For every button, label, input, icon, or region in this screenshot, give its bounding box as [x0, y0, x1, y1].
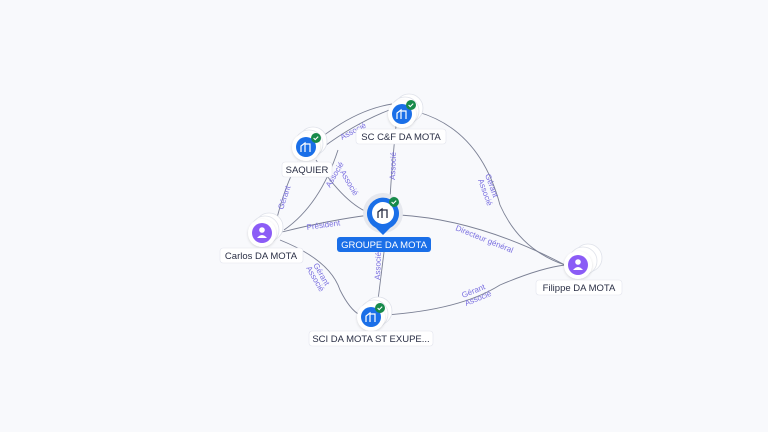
verified-check-icon [389, 197, 399, 207]
edge-label: Gérant [276, 184, 292, 211]
verified-check-icon [375, 303, 385, 313]
person-icon [568, 255, 588, 275]
edge-label: Président [306, 218, 341, 232]
node-label: SCI DA MOTA ST EXUPE... [312, 334, 429, 345]
node-label: Carlos DA MOTA [225, 251, 298, 262]
edge-carlos-saquier-2[interactable] [283, 149, 339, 231]
building-icon [377, 207, 388, 218]
node-sci-da-mota-st-exupe[interactable]: SCI DA MOTA ST EXUPE... [308, 296, 434, 347]
node-sc-cf-da-mota[interactable]: SC C&F DA MOTA [355, 93, 447, 145]
edge-carlos-sci[interactable] [279, 239, 361, 316]
verified-check-icon [311, 133, 321, 143]
verified-check-icon [406, 100, 416, 110]
node-carlos-da-mota[interactable]: Carlos DA MOTA [219, 212, 304, 264]
node-label: Filippe DA MOTA [543, 283, 616, 294]
edge-groupe-sci[interactable] [377, 251, 385, 301]
person-icon [252, 223, 272, 243]
edge-filippe-sccf[interactable] [417, 111, 566, 266]
node-label: GROUPE DA MOTA [341, 240, 428, 251]
node-filippe-da-mota[interactable]: Filippe DA MOTA [535, 243, 623, 296]
edge-filippe-sci[interactable] [384, 264, 566, 316]
node-label: SC C&F DA MOTA [361, 132, 441, 143]
edge-filippe-groupe[interactable] [399, 214, 566, 266]
node-saquier[interactable]: SAQUIER [281, 126, 333, 178]
edge-label: Associé [373, 251, 383, 280]
node-groupe-da-mota[interactable]: GROUPE DA MOTA [337, 193, 431, 252]
edge-label: Associé [388, 151, 398, 180]
edge-label: Directeur général [454, 224, 514, 255]
edge-carlos-groupe[interactable] [281, 214, 371, 233]
node-label: SAQUIER [286, 165, 329, 176]
edge-saquier-sccf-2[interactable] [321, 107, 396, 149]
